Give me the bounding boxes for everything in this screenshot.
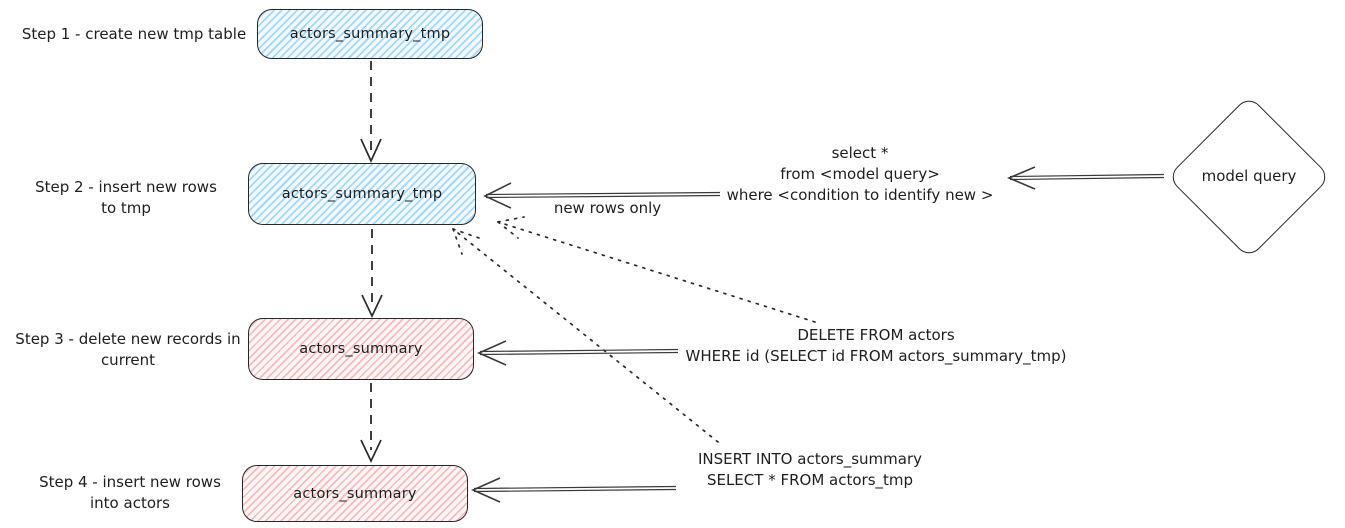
arrow-step1-to-step2 <box>360 61 382 164</box>
arrow-head <box>497 221 519 239</box>
step3-table-box: actors_summary <box>248 318 474 380</box>
arrow-head <box>360 138 382 164</box>
step2-table-box: actors_summary_tmp <box>248 163 476 225</box>
insert-query-note: INSERT INTO actors_summary SELECT * FROM… <box>660 449 960 491</box>
arrow-line <box>1009 176 1165 181</box>
arrow-head <box>361 294 383 318</box>
arrow-step2-to-step3 <box>361 229 383 318</box>
model-query-label: model query <box>1201 167 1297 185</box>
step4-label-line1: Step 4 - insert new rows <box>39 473 221 491</box>
dotted-arrow-delete-to-tmp <box>497 216 816 323</box>
insert-query-line1: INSERT INTO actors_summary <box>697 450 923 468</box>
arrow-line <box>485 191 721 196</box>
arrow-head <box>497 216 525 223</box>
arrow-line <box>497 221 816 323</box>
arrow-head <box>471 477 501 503</box>
step2-label: Step 2 - insert new rows to tmp <box>15 177 237 219</box>
step4-table-box: actors_summary <box>242 465 468 522</box>
arrow-line <box>479 351 679 356</box>
arrow-line <box>473 488 677 493</box>
step2-label-line2: to tmp <box>101 199 151 217</box>
arrow-delete-to-summary <box>477 340 679 366</box>
step3-table-name: actors_summary <box>299 341 423 357</box>
arrow-head <box>477 340 507 366</box>
arrow-modelquery-to-select <box>1006 166 1165 190</box>
step4-label: Step 4 - insert new rows into actors <box>28 472 232 514</box>
step1-label: Step 1 - create new tmp table <box>8 24 260 45</box>
delete-query-line1: DELETE FROM actors <box>797 326 955 344</box>
step3-label-line2: current <box>100 351 156 369</box>
step1-label-line1: Step 1 - create new tmp table <box>21 25 247 43</box>
select-query-line2: from <model query> <box>780 165 940 183</box>
arrow-line <box>452 228 719 443</box>
arrow-newrows-to-tmp <box>483 182 721 209</box>
insert-query-line2: SELECT * FROM actors_tmp <box>706 471 914 489</box>
delete-query-note: DELETE FROM actors WHERE id (SELECT id F… <box>660 325 1092 367</box>
arrow-line <box>1009 173 1165 178</box>
dotted-arrow-insert-to-tmp <box>452 228 719 443</box>
arrow-line <box>485 194 721 199</box>
step3-label: Step 3 - delete new records in current <box>0 329 256 371</box>
step2-table-name: actors_summary_tmp <box>281 186 443 202</box>
step1-table-box: actors_summary_tmp <box>257 9 483 59</box>
delete-query-line2: WHERE id (SELECT id FROM actors_summary_… <box>685 347 1067 365</box>
select-query-line1: select * <box>831 144 889 162</box>
step4-table-name: actors_summary <box>293 485 417 502</box>
select-query-note: select * from <model query> where <condi… <box>705 143 1015 206</box>
step1-table-name: actors_summary_tmp <box>289 26 451 42</box>
arrow-head <box>1006 166 1036 190</box>
arrow-insert-to-summary <box>471 477 677 503</box>
arrow-step3-to-step4 <box>360 383 382 463</box>
select-query-line3: where <condition to identify new > <box>726 186 994 204</box>
new-rows-only-label: new rows only <box>550 198 665 219</box>
arrow-line <box>473 485 677 490</box>
arrow-head <box>452 228 480 239</box>
step3-label-line1: Step 3 - delete new records in <box>15 330 241 348</box>
new-rows-only-text: new rows only <box>553 199 662 217</box>
step4-label-line2: into actors <box>90 494 170 512</box>
step2-label-line1: Step 2 - insert new rows <box>35 178 217 196</box>
arrow-head <box>360 439 382 463</box>
arrow-line <box>479 348 679 353</box>
arrow-head <box>483 182 512 209</box>
